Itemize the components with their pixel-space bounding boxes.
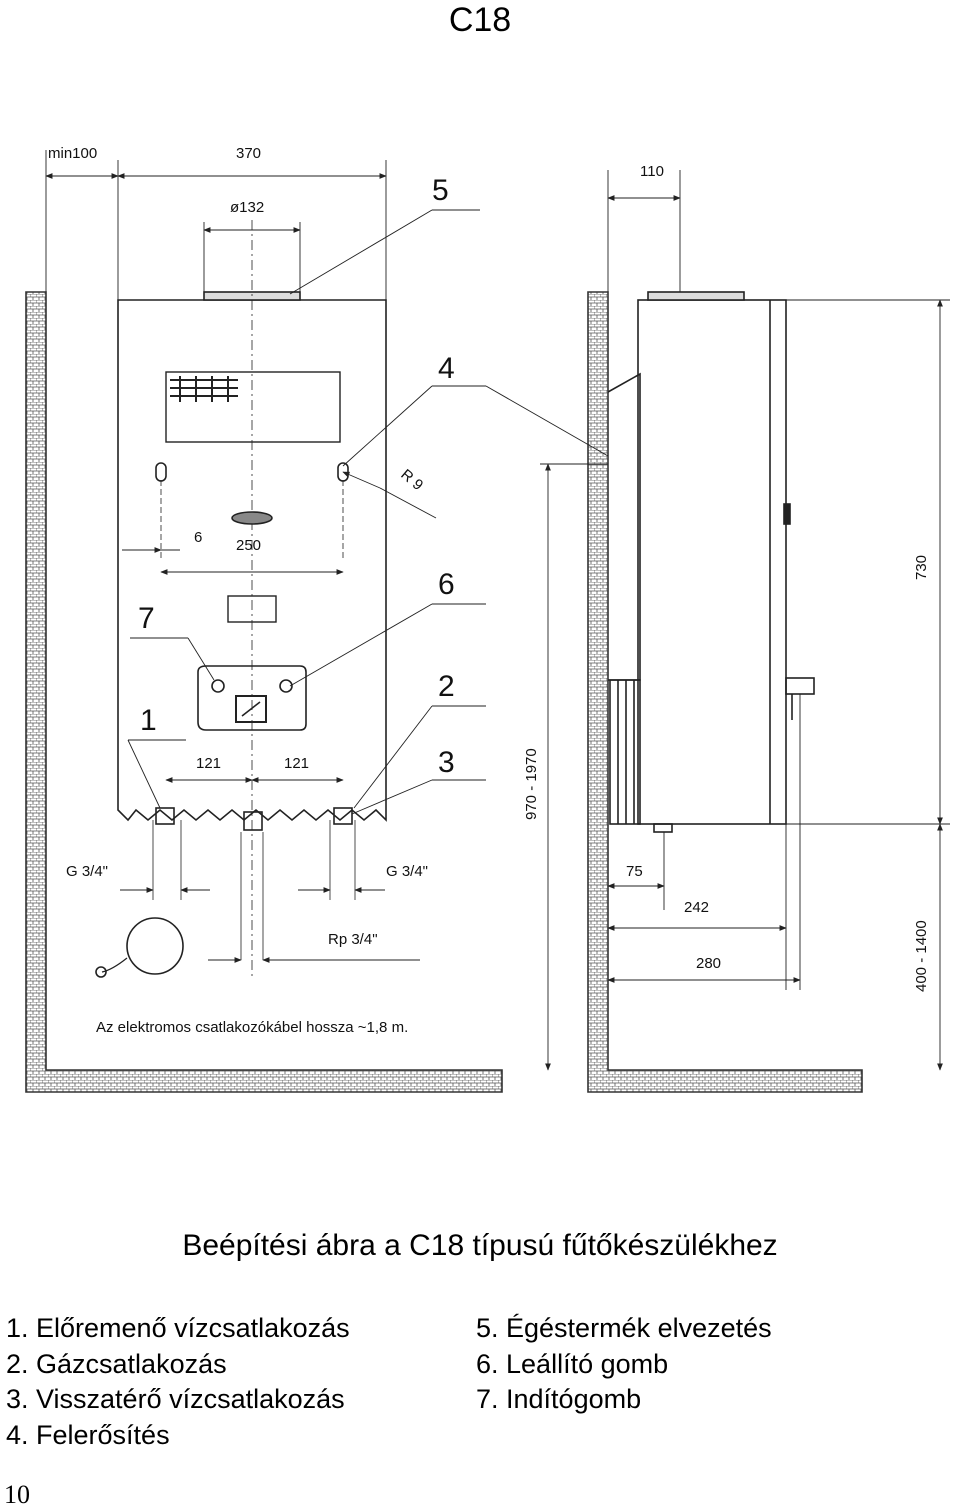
dim-gas-thread: Rp 3/4" xyxy=(328,931,378,948)
cable-note: Az elektromos csatlakozókábel hossza ~1,… xyxy=(96,1019,408,1036)
callout-6: 6 xyxy=(438,568,455,601)
callout-2: 2 xyxy=(438,670,455,703)
inspection-window xyxy=(227,595,277,623)
dim-mount-height: 970 - 1970 xyxy=(523,748,540,820)
side-gas-fitting xyxy=(785,677,815,695)
dim-conn-left: 121 xyxy=(196,755,221,772)
dim-thread-right: G 3/4" xyxy=(386,863,428,880)
callout-4: 4 xyxy=(438,352,455,385)
legend-item: 6. Leállító gomb xyxy=(476,1348,669,1379)
brand-badge xyxy=(231,511,273,525)
side-view xyxy=(485,170,950,1093)
callout-3: 3 xyxy=(438,746,455,779)
dim-conn-right: 121 xyxy=(284,755,309,772)
control-panel xyxy=(197,665,307,731)
legend-column-right: 5. Égéstermék elvezetés 6. Leállító gomb… xyxy=(476,1311,772,1418)
display-grille xyxy=(170,376,238,402)
dim-thread-left: G 3/4" xyxy=(66,863,108,880)
page-number: 10 xyxy=(4,1480,30,1509)
dim-flue-diameter: ø132 xyxy=(230,199,264,216)
flow-connection xyxy=(155,807,175,825)
bracket-hole-left xyxy=(155,462,167,482)
dim-bracket-spacing: 250 xyxy=(236,537,261,554)
dim-side-242: 242 xyxy=(684,899,709,916)
display-window xyxy=(165,371,341,443)
page-title: C18 xyxy=(448,1,512,39)
dim-offset: 6 xyxy=(194,529,202,546)
legend-item: 3. Visszatérő vízcsatlakozás xyxy=(6,1384,345,1414)
dim-floor-clearance: 400 - 1400 xyxy=(913,920,930,992)
gas-connection xyxy=(243,811,263,831)
main-switch xyxy=(235,695,267,723)
return-connection xyxy=(333,807,353,825)
legend-item: 7. Indítógomb xyxy=(476,1384,642,1414)
figure-caption: Beépítési ábra a C18 típusú fűtőkészülék… xyxy=(182,1229,778,1262)
cable-coil xyxy=(126,917,184,975)
appliance-side xyxy=(637,299,787,825)
legend-item: 5. Égéstermék elvezetés xyxy=(476,1313,772,1343)
start-button xyxy=(211,679,225,693)
legend: 1. Előremenő vízcsatlakozás 2. Gázcsatla… xyxy=(0,1311,960,1451)
dim-side-75: 75 xyxy=(626,863,643,880)
dim-depth-top: 110 xyxy=(640,163,664,180)
appliance-front xyxy=(117,299,387,822)
dim-width: 370 xyxy=(236,145,261,162)
legend-item: 2. Gázcsatlakozás xyxy=(6,1348,227,1379)
legend-column-left: 1. Előremenő vízcsatlakozás 2. Gázcsatla… xyxy=(6,1311,350,1453)
front-view xyxy=(25,150,503,1093)
cable-plug xyxy=(95,966,107,978)
stop-button xyxy=(279,679,293,693)
installation-drawing: min100 370 ø132 110 R 9 6 250 121 121 G … xyxy=(25,145,950,1093)
wall-left xyxy=(25,291,503,1093)
dim-radius: R 9 xyxy=(397,466,426,494)
callout-7: 7 xyxy=(138,602,155,635)
legend-item: 4. Felerősítés xyxy=(6,1419,170,1450)
legend-item: 1. Előremenő vízcsatlakozás xyxy=(6,1313,350,1343)
dim-height: 730 xyxy=(913,555,930,580)
dim-side-280: 280 xyxy=(696,955,721,972)
dim-min100: min100 xyxy=(48,145,97,162)
callout-1: 1 xyxy=(140,704,157,737)
callout-5: 5 xyxy=(432,174,449,207)
wall-right xyxy=(587,291,863,1093)
